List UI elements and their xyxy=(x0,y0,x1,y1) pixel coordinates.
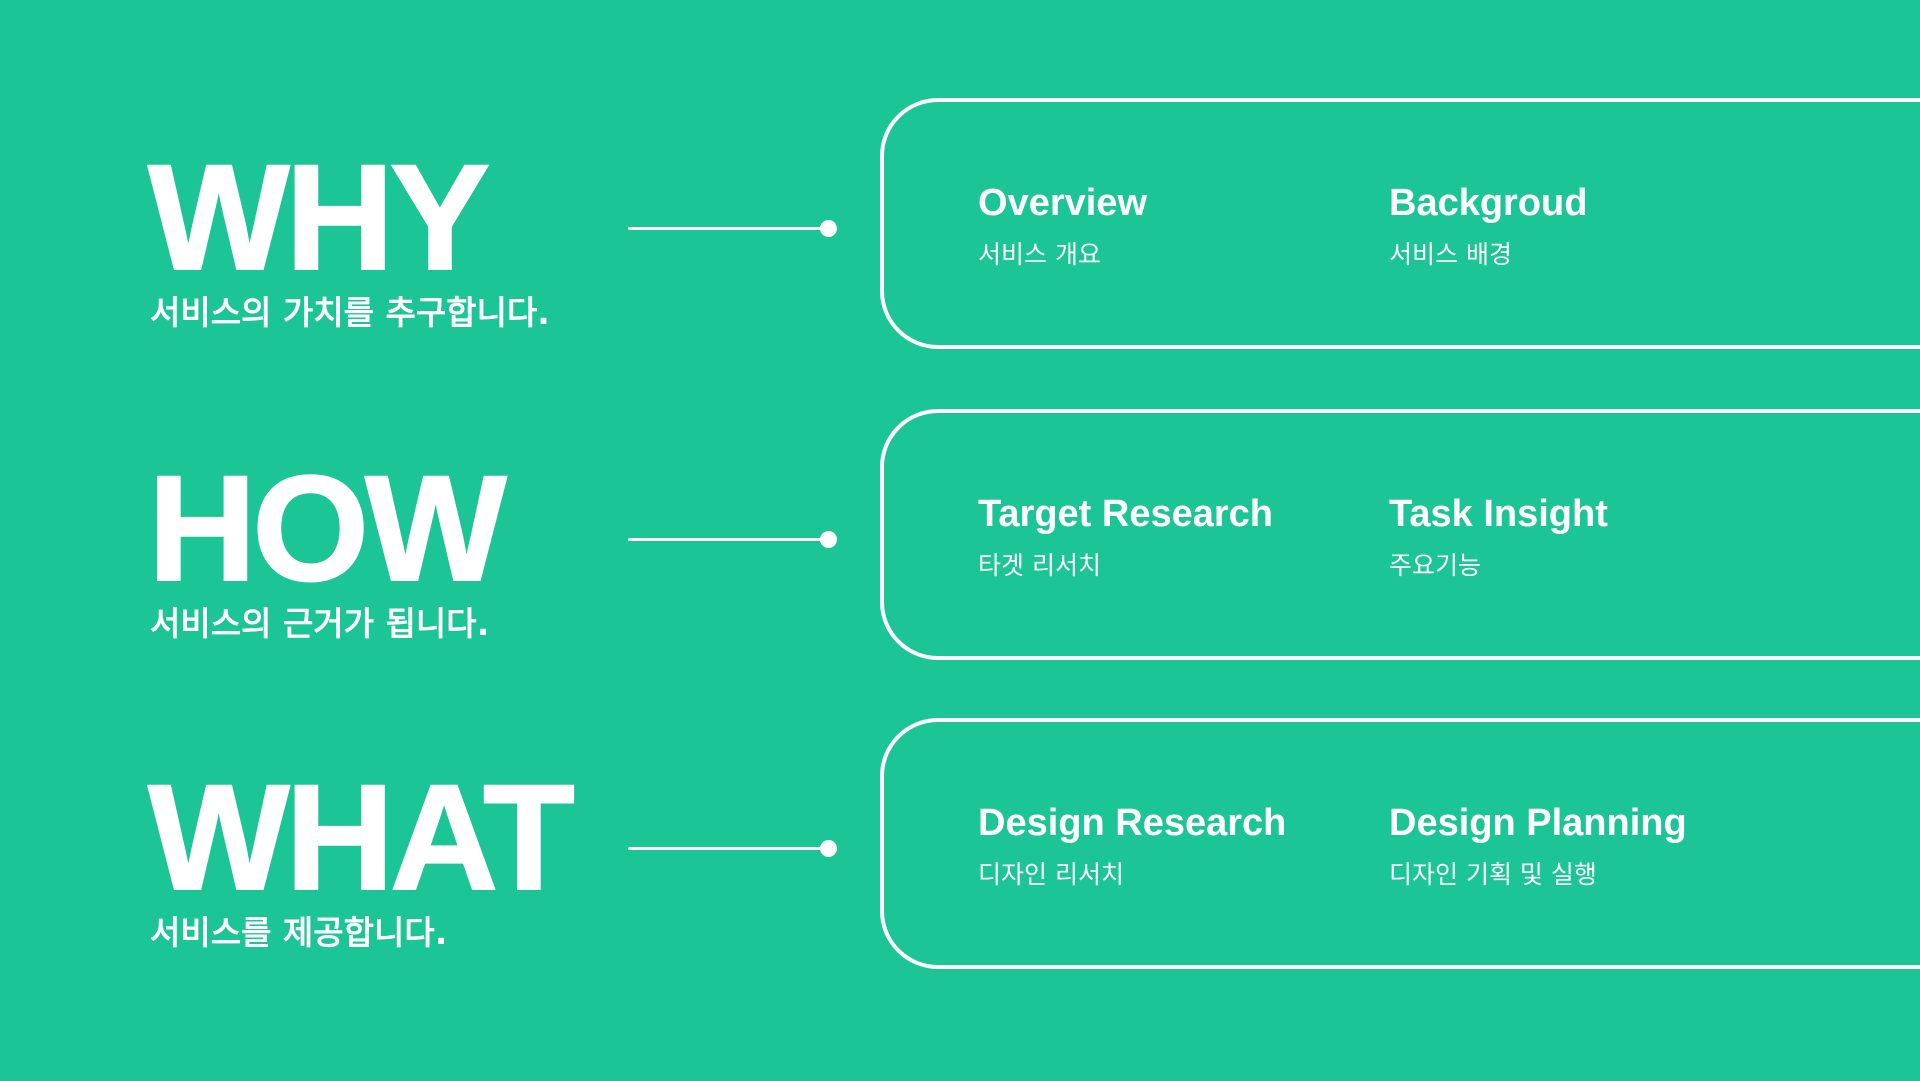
card-item-title: Backgroud xyxy=(1389,182,1588,224)
card-item-subtitle: 타겟 리서치 xyxy=(978,551,1101,580)
section-subtitle: 서비스의 근거가 됩니다. xyxy=(150,604,490,643)
connector-dot xyxy=(820,840,837,857)
connector-dot xyxy=(820,220,837,237)
connector-line xyxy=(628,538,832,541)
card-item-subtitle: 서비스 배경 xyxy=(1389,240,1512,269)
section-what: WHAT 서비스를 제공합니다. Design Research 디자인 리서치… xyxy=(0,716,1920,976)
connector-line xyxy=(628,227,832,230)
card-item: Overview 서비스 개요 xyxy=(978,184,1147,267)
card-item-title: Target Research xyxy=(978,493,1273,535)
card-item-title: Design Planning xyxy=(1389,802,1687,844)
section-how: HOW 서비스의 근거가 됩니다. Target Research 타겟 리서치… xyxy=(0,407,1920,667)
card-item: Design Research 디자인 리서치 xyxy=(978,804,1286,887)
card-item: Target Research 타겟 리서치 xyxy=(978,495,1273,578)
section-card: Design Research 디자인 리서치 Design Planning … xyxy=(880,718,1920,969)
card-item: Design Planning 디자인 기획 및 실행 xyxy=(1389,804,1687,887)
card-item-subtitle: 디자인 기획 및 실행 xyxy=(1389,860,1597,889)
connector-dot xyxy=(820,531,837,548)
card-item: Task Insight 주요기능 xyxy=(1389,495,1608,578)
card-item-subtitle: 서비스 개요 xyxy=(978,240,1101,269)
section-subtitle: 서비스를 제공합니다. xyxy=(150,913,448,952)
section-heading: HOW xyxy=(147,444,508,612)
card-item-subtitle: 주요기능 xyxy=(1389,551,1482,580)
connector-line xyxy=(628,847,832,850)
section-heading: WHY xyxy=(147,133,491,301)
section-card: Target Research 타겟 리서치 Task Insight 주요기능 xyxy=(880,409,1920,660)
card-item-title: Overview xyxy=(978,182,1147,224)
section-card: Overview 서비스 개요 Backgroud 서비스 배경 xyxy=(880,98,1920,349)
card-item-title: Task Insight xyxy=(1389,493,1608,535)
section-heading: WHAT xyxy=(147,753,576,921)
section-why: WHY 서비스의 가치를 추구합니다. Overview 서비스 개요 Back… xyxy=(0,96,1920,356)
card-item: Backgroud 서비스 배경 xyxy=(1389,184,1587,267)
card-item-subtitle: 디자인 리서치 xyxy=(978,860,1124,889)
card-item-title: Design Research xyxy=(978,802,1287,844)
section-subtitle: 서비스의 가치를 추구합니다. xyxy=(150,293,550,332)
